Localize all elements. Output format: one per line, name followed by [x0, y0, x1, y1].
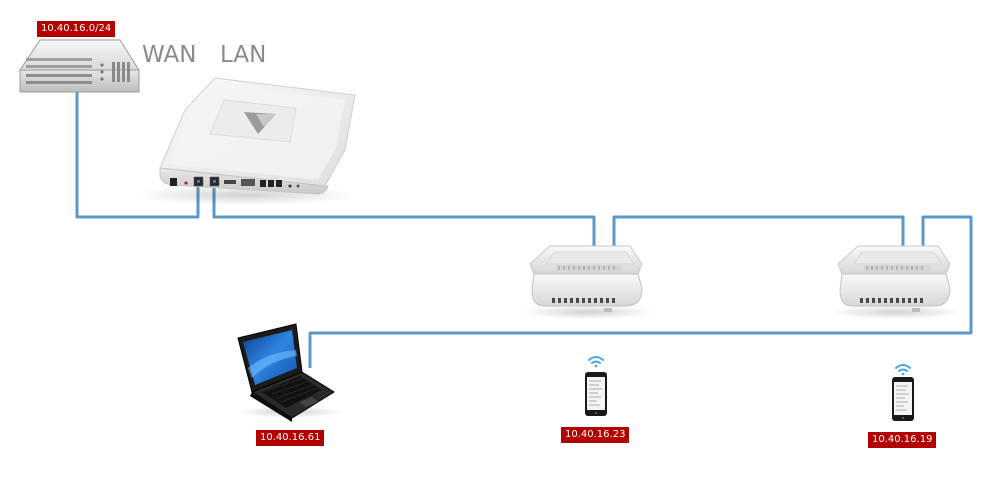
- mesh-node-icon-2: [830, 245, 962, 319]
- cable-mesh-1-to-mesh-2: [612, 215, 905, 246]
- smartphone-icon-1: [585, 372, 607, 416]
- ip-label-phone-2: 10.40.16.19: [868, 432, 937, 448]
- ip-label-phone-1: 10.40.16.23: [561, 427, 630, 443]
- lan-label: LAN: [220, 42, 267, 68]
- smartphone-icon-2: [892, 377, 914, 421]
- wan-label: WAN: [142, 42, 197, 68]
- laptop-icon: [237, 323, 342, 422]
- cable-mesh-2-to-laptop: [308, 215, 973, 368]
- access-point-icon: [135, 77, 356, 205]
- ip-label-laptop: 10.40.16.61: [256, 430, 325, 446]
- mesh-node-icon-1: [522, 245, 654, 319]
- server-rack-icon: [19, 39, 140, 93]
- wifi-icon-1: [588, 356, 604, 368]
- wifi-icon-2: [895, 364, 911, 376]
- ip-label-subnet: 10.40.16.0/24: [37, 21, 116, 37]
